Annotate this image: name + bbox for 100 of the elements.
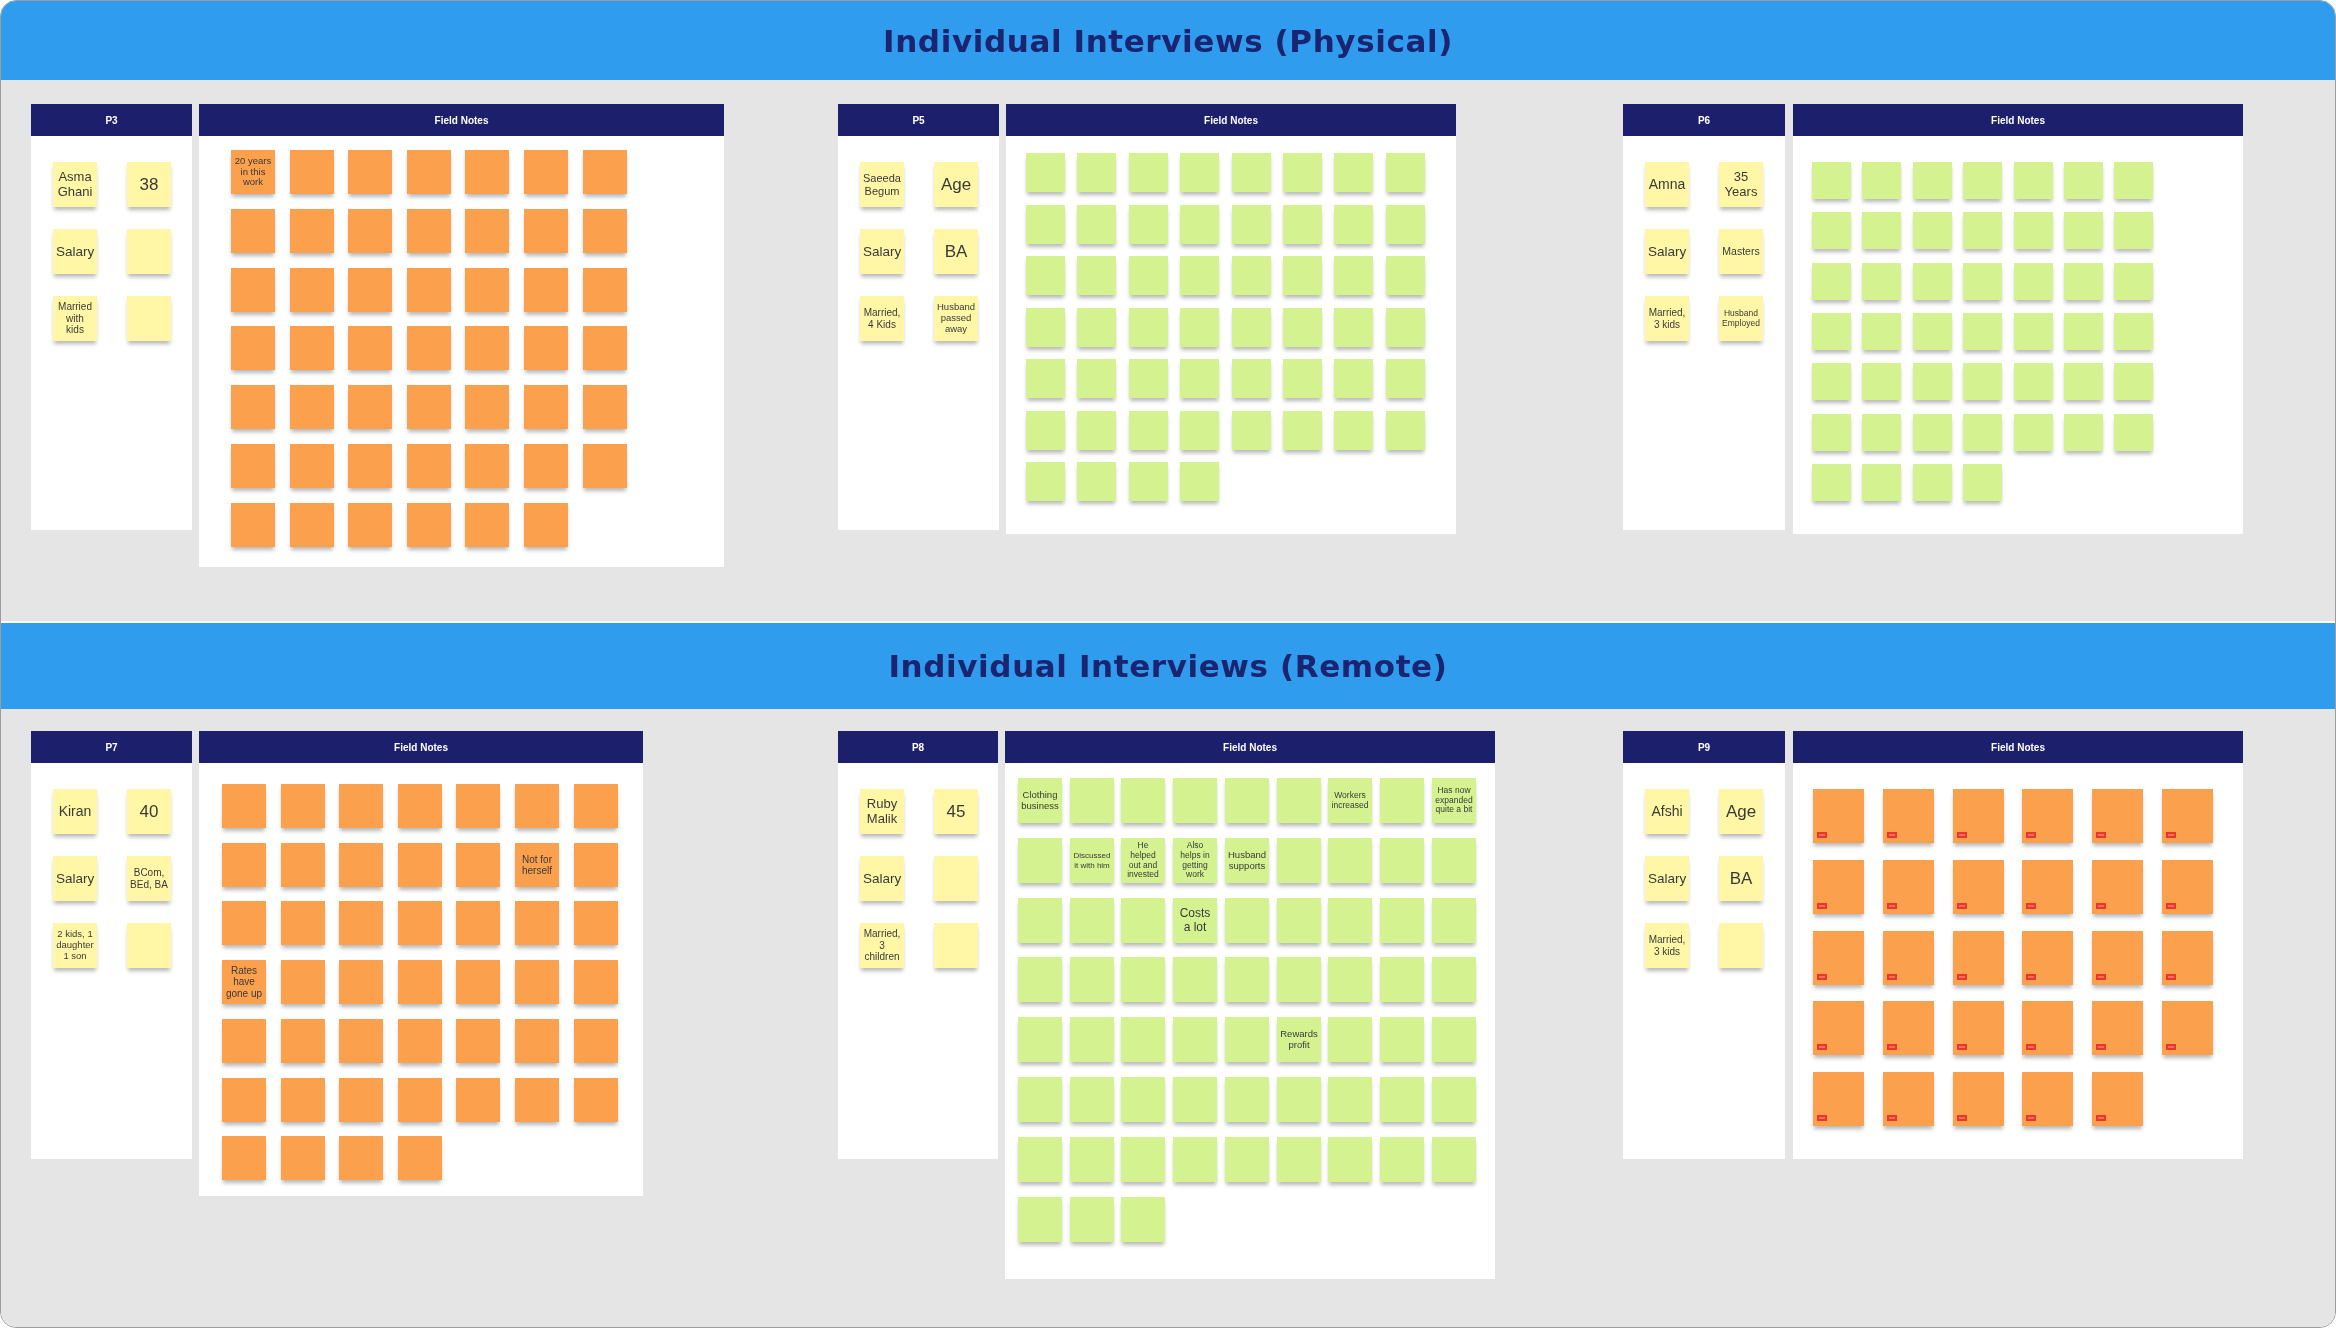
sticky-note xyxy=(2114,414,2153,451)
sticky-note xyxy=(583,444,627,488)
sticky-note xyxy=(1283,359,1322,398)
panel-header: P7 xyxy=(31,731,192,763)
sticky-note xyxy=(515,1019,559,1063)
sticky-note xyxy=(1225,957,1269,1002)
sticky-note xyxy=(339,784,383,828)
panel-header: P6 xyxy=(1623,104,1785,136)
sticky-note xyxy=(1077,205,1116,244)
sticky-note xyxy=(1328,1077,1372,1122)
sticky-note xyxy=(407,444,451,488)
sticky-text: Married, 4 Kids xyxy=(863,307,901,330)
sticky-note xyxy=(1283,153,1322,192)
sticky-note xyxy=(1963,313,2002,350)
notes-panel xyxy=(1793,104,2243,534)
sticky-note xyxy=(583,326,627,370)
sticky-note xyxy=(1018,838,1062,883)
sticky-note xyxy=(1283,411,1322,450)
sticky-note xyxy=(290,444,334,488)
sticky-text: Has now expanded quite a bit xyxy=(1435,785,1473,816)
sticky-note xyxy=(1812,363,1851,400)
sticky-note xyxy=(2022,789,2073,843)
profile-panel xyxy=(1623,104,1785,530)
sticky-note xyxy=(339,1019,383,1063)
sticky-note xyxy=(524,150,568,194)
sticky-note xyxy=(1862,464,1901,501)
sticky-text: Salary xyxy=(1648,870,1686,887)
sticky-note xyxy=(53,923,97,968)
sticky-note xyxy=(1883,789,1934,843)
sticky-note xyxy=(934,923,978,968)
sticky-note xyxy=(290,150,334,194)
sticky-note xyxy=(348,268,392,312)
sticky-note xyxy=(127,162,171,207)
sticky-note xyxy=(290,326,334,370)
sticky-note xyxy=(1813,789,1864,843)
sticky-note xyxy=(456,960,500,1004)
sticky-note xyxy=(281,784,325,828)
sticky-note xyxy=(1862,313,1901,350)
panel-header: Field Notes xyxy=(1793,731,2243,763)
sticky-note xyxy=(1225,1017,1269,1062)
section-panel xyxy=(1,1,2335,621)
sticky-text: Salary xyxy=(56,243,94,260)
sticky-note xyxy=(1173,1137,1217,1182)
sticky-note xyxy=(574,960,618,1004)
sticky-note xyxy=(1862,162,1901,199)
sticky-note xyxy=(1963,263,2002,300)
sticky-note xyxy=(524,385,568,429)
sticky-note xyxy=(127,229,171,274)
sticky-note xyxy=(2114,263,2153,300)
sticky-note xyxy=(574,901,618,945)
sticky-note xyxy=(1018,778,1062,823)
sticky-note xyxy=(1963,414,2002,451)
sticky-note xyxy=(2022,860,2073,914)
sticky-text: He helped out and invested xyxy=(1126,840,1160,881)
sticky-note xyxy=(1963,363,2002,400)
sticky-note xyxy=(2014,313,2053,350)
sticky-note xyxy=(1719,296,1763,341)
sticky-note xyxy=(465,444,509,488)
sticky-note xyxy=(1432,1077,1476,1122)
sticky-note xyxy=(398,960,442,1004)
sticky-note xyxy=(1277,957,1321,1002)
sticky-note xyxy=(281,901,325,945)
sticky-note xyxy=(1129,308,1168,347)
section-panel xyxy=(1,623,2335,1327)
sticky-note xyxy=(1953,860,2004,914)
sticky-note xyxy=(456,1019,500,1063)
sticky-note xyxy=(2064,363,2103,400)
sticky-note xyxy=(1277,778,1321,823)
sticky-text: BA xyxy=(1729,868,1753,889)
sticky-note xyxy=(398,784,442,828)
sticky-note xyxy=(1070,1077,1114,1122)
sticky-note xyxy=(348,385,392,429)
sticky-text: Not for herself xyxy=(521,853,553,877)
sticky-note xyxy=(1813,931,1864,985)
sticky-note xyxy=(1432,1137,1476,1182)
sticky-note xyxy=(456,1078,500,1122)
sticky-note xyxy=(1913,212,1952,249)
sticky-note xyxy=(348,326,392,370)
sticky-note xyxy=(1812,263,1851,300)
sticky-note xyxy=(583,268,627,312)
sticky-note xyxy=(281,1136,325,1180)
sticky-note xyxy=(1386,359,1425,398)
sticky-text: Salary xyxy=(863,243,901,260)
sticky-note xyxy=(1432,957,1476,1002)
sticky-note xyxy=(222,1019,266,1063)
sticky-note xyxy=(1719,923,1763,968)
sticky-note xyxy=(860,162,904,207)
sticky-note xyxy=(231,268,275,312)
sticky-text: Married, 3 children xyxy=(863,928,901,963)
sticky-note xyxy=(1026,205,1065,244)
sticky-text: Asma Ghani xyxy=(56,169,94,200)
sticky-text: Salary xyxy=(56,870,94,887)
panel-header: Field Notes xyxy=(1005,731,1495,763)
sticky-note xyxy=(465,503,509,547)
sticky-note xyxy=(222,784,266,828)
sticky-note xyxy=(231,444,275,488)
sticky-note xyxy=(934,789,978,834)
sticky-note xyxy=(465,209,509,253)
sticky-note xyxy=(1018,1077,1062,1122)
sticky-text: Saeeda Begum xyxy=(863,171,901,198)
